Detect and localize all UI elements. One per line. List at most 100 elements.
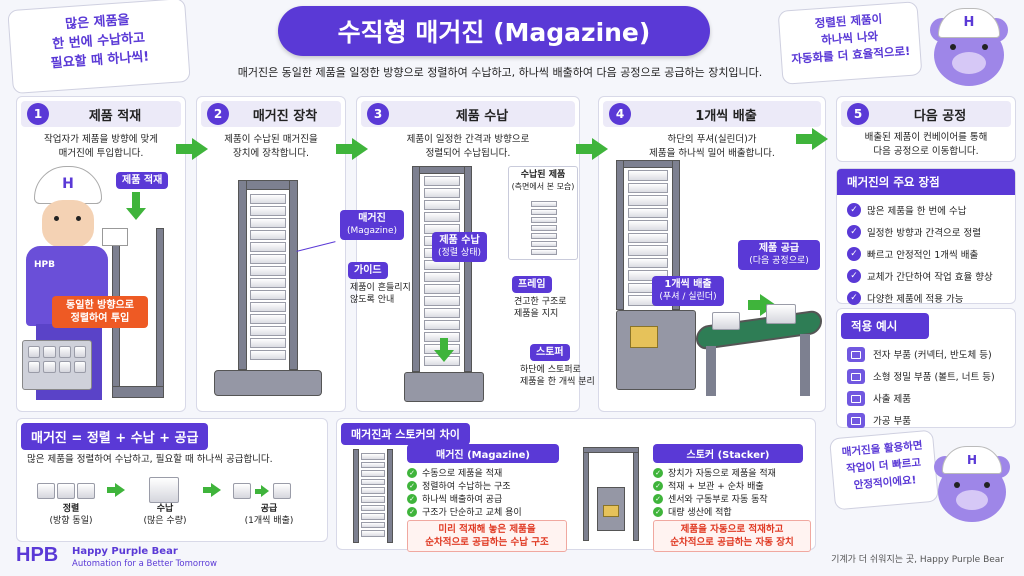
stacked-product <box>424 308 460 318</box>
product-box <box>102 228 128 246</box>
pusher-cylinder <box>630 326 658 348</box>
example-item: 가공 부품 <box>847 409 1005 431</box>
stacked-product <box>628 182 668 193</box>
callout-left: 많은 제품을 한 번에 수납하고 필요할 때 하나씩! <box>7 0 191 95</box>
stacked-product <box>531 249 557 255</box>
example-item: 소형 정밀 부품 (볼트, 너트 등) <box>847 365 1005 387</box>
advantages-title: 매거진의 주요 장점 <box>837 169 1015 195</box>
check-icon: ✓ <box>407 506 417 517</box>
conveyor-leg <box>800 334 810 396</box>
check-icon: ✓ <box>847 225 861 239</box>
step-number: 1 <box>27 103 49 125</box>
stacked-product <box>424 188 460 198</box>
compare-item: ✓정렬하여 수납하는 구조 <box>407 479 567 492</box>
down-arrow-icon <box>132 192 140 210</box>
stacked-product <box>361 478 385 486</box>
stacked-product <box>531 225 557 231</box>
stacked-product <box>531 233 557 239</box>
step1-load-tag: 제품 적재 <box>116 172 169 189</box>
advantage-item: ✓교체가 간단하여 작업 효율 향상 <box>847 265 1005 287</box>
check-icon: ✓ <box>407 480 417 491</box>
stacked-product <box>424 176 460 186</box>
frame-tag: 프레임 <box>512 276 552 293</box>
helmet-icon: H <box>34 166 102 204</box>
check-icon: ✓ <box>847 269 861 283</box>
component-icon <box>847 368 865 384</box>
compare-item: ✓장치가 자동으로 제품을 적재 <box>653 466 811 479</box>
stacked-product <box>424 296 460 306</box>
stacked-product <box>361 530 385 537</box>
component-icon <box>847 412 865 428</box>
stacked-product <box>628 170 668 181</box>
compare-title: 매거진과 스토커의 차이 <box>341 423 470 445</box>
stacked-product <box>628 232 668 243</box>
step-number: 4 <box>609 103 631 125</box>
stacked-product <box>628 257 668 268</box>
step-number: 3 <box>367 103 389 125</box>
footer-logo: HPB <box>16 544 59 566</box>
helmet-icon: H <box>938 8 1000 38</box>
check-icon: ✓ <box>407 493 417 504</box>
flow-arrow-icon <box>255 485 269 497</box>
compare-item: ✓대량 생산에 적합 <box>653 505 811 518</box>
component-icon <box>847 390 865 406</box>
stored-label-sub: (측면에서 본 모습) <box>511 182 575 191</box>
stacked-product <box>628 220 668 231</box>
stacked-product <box>250 314 286 324</box>
stacked-product <box>361 470 385 477</box>
stacked-product <box>250 290 286 300</box>
advantage-item: ✓다양한 제품에 적용 가능 <box>847 287 1005 309</box>
stacked-product <box>424 200 460 210</box>
flow-arrow-icon <box>107 483 125 497</box>
product-box <box>766 304 796 324</box>
check-icon: ✓ <box>653 506 663 517</box>
down-arrow-icon <box>126 208 146 220</box>
check-icon: ✓ <box>847 247 861 261</box>
footer-slogan: Automation for a Better Tomorrow <box>72 559 217 569</box>
stacked-product <box>250 338 286 348</box>
flow-arrow-icon <box>203 483 221 497</box>
down-arrow-icon <box>434 350 454 362</box>
check-icon: ✓ <box>847 203 861 217</box>
magazine-compare-illustration <box>353 449 393 543</box>
stacked-product <box>250 350 286 360</box>
stacked-product <box>628 207 668 218</box>
page-title: 수직형 매거진 (Magazine) <box>278 6 710 56</box>
step-title: 제품 수납 <box>455 108 509 124</box>
compare-item: ✓하나씩 배출하여 공급 <box>407 492 567 505</box>
step-number: 2 <box>207 103 229 125</box>
guide-tag: 가이드 <box>348 262 388 279</box>
magazine-illustration-step3 <box>404 166 484 406</box>
formula-part: 공급(1개씩 배출) <box>244 504 294 526</box>
stacked-product <box>628 195 668 206</box>
stacked-product <box>361 504 385 512</box>
stacked-product <box>424 320 460 330</box>
stacked-product <box>361 461 385 469</box>
stacked-product <box>424 212 460 222</box>
stacker-compare-title: 스토커 (Stacker) <box>653 444 803 463</box>
stacked-product <box>531 201 557 207</box>
formula-part: 수납(많은 수량) <box>143 504 187 526</box>
advantage-item: ✓빠르고 안정적인 1개씩 배출 <box>847 243 1005 265</box>
check-icon: ✓ <box>653 480 663 491</box>
formula-title: 매거진 = 정렬 + 수납 + 공급 <box>21 423 209 450</box>
product-tray <box>22 340 92 390</box>
magazine-illustration-step2 <box>214 180 324 400</box>
stacked-product <box>424 272 460 282</box>
stacked-product <box>250 278 286 288</box>
conveyor-leg <box>706 346 716 396</box>
stacked-product <box>531 217 557 223</box>
helmet-icon: H <box>942 446 1002 474</box>
step-title: 1개씩 배출 <box>695 108 757 124</box>
stacked-product <box>250 254 286 264</box>
storage-tag: 제품 수납(정렬 상태) <box>432 232 488 262</box>
stopper-tag: 스토퍼 <box>530 344 570 361</box>
stacked-product <box>250 230 286 240</box>
